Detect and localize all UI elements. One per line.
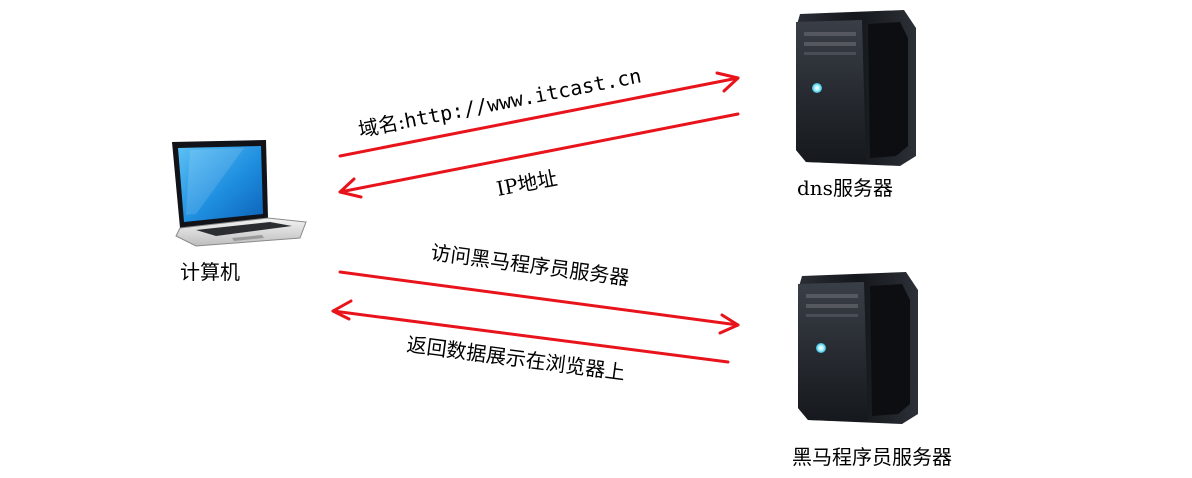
dns-server-icon <box>796 10 916 166</box>
node-label-computer: 计算机 <box>180 260 240 284</box>
edge-label-domain: 域名:http://www.itcast.cn <box>356 63 643 141</box>
arrow-data-response <box>331 299 730 364</box>
arrow-domain-request <box>338 71 740 158</box>
arrow-ip-response <box>338 112 740 199</box>
edge-label-return: 返回数据展示在浏览器上 <box>405 332 626 385</box>
laptop-icon <box>172 140 307 247</box>
edge-label-ip: IP地址 <box>494 166 559 201</box>
arrow-access-request <box>338 270 740 335</box>
node-label-web-server: 黑马程序员服务器 <box>792 445 952 469</box>
web-server-icon <box>798 272 918 424</box>
node-label-dns-server: dns服务器 <box>797 176 893 200</box>
edge-label-access: 访问黑马程序员服务器 <box>429 240 630 290</box>
